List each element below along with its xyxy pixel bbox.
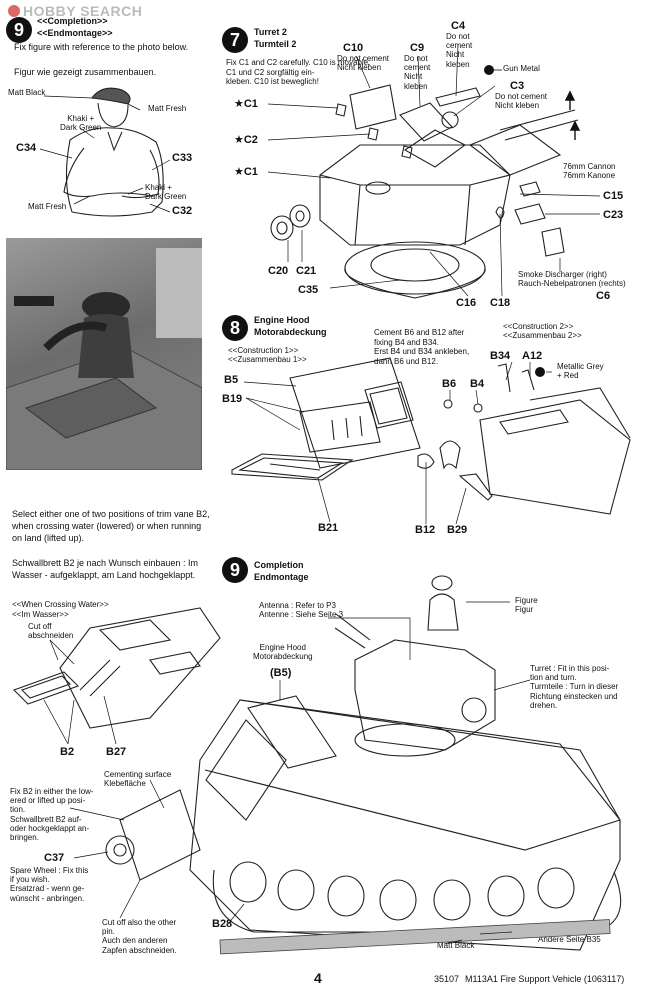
step-9-left-title-de: <<Endmontage>> (37, 28, 113, 38)
label-b19: B19 (222, 393, 243, 405)
step-7-title-de: Turmteil 2 (254, 39, 297, 49)
reference-photo (6, 238, 202, 470)
label-engine-hood: Engine Hood Motorabdeckung (253, 643, 313, 662)
label-c3: C3 (510, 80, 525, 92)
step-8-title-en: Engine Hood (254, 315, 310, 325)
label-c2: ★C2 (234, 134, 258, 146)
label-b27: B27 (106, 746, 127, 758)
step-9-left-title-en: <<Completion>> (37, 16, 108, 26)
step-9-main-title-de: Endmontage (254, 572, 309, 582)
step-9-left-number: 9 (6, 17, 32, 43)
label-cut-off: Cut off abschneiden (28, 622, 74, 641)
label-b28: B28 (212, 918, 233, 930)
page-number: 4 (314, 970, 322, 986)
label-c21: C21 (296, 265, 317, 277)
label-c37: C37 (44, 852, 65, 864)
label-c16: C16 (456, 297, 477, 309)
label-a12: A12 (522, 350, 543, 362)
label-b4: B4 (470, 378, 485, 390)
label-metallic-grey: Metallic Grey + Red (557, 362, 604, 381)
label-c33: C33 (172, 152, 193, 164)
step-8-number: 8 (222, 315, 248, 341)
label-c3-note: Do not cement Nicht kleben (495, 92, 548, 111)
step-8-cement-note: Cement B6 and B12 after fixing B4 and B3… (374, 328, 470, 366)
label-when-crossing-en: <<When Crossing Water>> (12, 600, 109, 609)
label-spare-wheel: Spare Wheel : Fix this if you wish. Ersa… (10, 866, 89, 903)
label-cannon: 76mm Cannon 76mm Kanone (563, 162, 616, 181)
trim-vane-text-de: Schwallbrett B2 je nach Wunsch einbauen … (12, 558, 198, 581)
label-gun-metal: Gun Metal (503, 64, 540, 73)
step-8-title-de: Motorabdeckung (254, 327, 327, 337)
label-c10-note: Do not cement Nicht kleben (337, 54, 390, 73)
label-figure: Figure Figur (515, 596, 538, 615)
footer-code: 35107 (434, 974, 460, 984)
watermark-logo-icon (8, 5, 20, 17)
step-7-number: 7 (222, 27, 248, 53)
step-9-left-instr-en: Fix figure with reference to the photo b… (14, 42, 189, 52)
label-cut-other-pin: Cut off also the other pin. Auch den and… (102, 918, 177, 955)
label-khaki-green-left: Khaki + Dark Green (60, 114, 102, 133)
label-c18: C18 (490, 297, 511, 309)
step-9-main-title-en: Completion (254, 560, 304, 570)
label-c34: C34 (16, 142, 37, 154)
label-b5-paren: (B5) (270, 667, 292, 679)
label-c15: C15 (603, 190, 624, 202)
label-b6: B6 (442, 378, 457, 390)
label-b5: B5 (224, 374, 239, 386)
label-b12: B12 (415, 524, 436, 536)
step-9-main-number: 9 (222, 557, 248, 583)
label-matt-fresh-top: Matt Fresh (148, 104, 187, 113)
step-8-construction-2: <<Construction 2>> <<Zusammenbau 2>> (503, 322, 582, 341)
label-c9: C9 (410, 42, 425, 54)
label-b34: B34 (490, 350, 511, 362)
label-b2: B2 (60, 746, 75, 758)
label-c35: C35 (298, 284, 319, 296)
label-matt-black-beret: Matt Black (8, 88, 46, 97)
label-smoke-discharger: Smoke Discharger (right) Rauch-Nebelpatr… (518, 270, 626, 289)
label-c20: C20 (268, 265, 289, 277)
label-c32: C32 (172, 205, 193, 217)
label-turret-note: Turret : Fit in this posi- tion and turn… (530, 664, 619, 710)
label-cementing-surface: Cementing surface Klebefläche (104, 770, 172, 789)
label-c9-note: Do not cement Nicht kleben (404, 54, 431, 91)
watermark: HOBBY SEARCH (8, 3, 142, 19)
photo-content (6, 248, 202, 470)
label-c10: C10 (343, 42, 364, 54)
step-8-construction-1: <<Construction 1>> <<Zusammenbau 1>> (228, 346, 307, 365)
label-c4-note: Do not cement Nicht kleben (446, 32, 473, 69)
trim-vane-text-en: Select either one of two positions of tr… (12, 509, 210, 544)
footer-product: M113A1 Fire Support Vehicle (1063117) (465, 974, 625, 984)
label-c4: C4 (451, 20, 466, 32)
step-7-title-en: Turret 2 (254, 27, 287, 37)
metallic-grey-dot-icon (535, 367, 545, 377)
label-c1-bottom: ★C1 (234, 166, 258, 178)
label-matt-black-track: Matt Black (437, 941, 475, 950)
label-c6: C6 (596, 290, 611, 302)
label-antenna: Antenna : Refer to P3 Antenne : Siehe Se… (259, 601, 344, 620)
label-khaki-green-right: Khaki + Dark Green (145, 183, 187, 202)
label-matt-fresh-bottom: Matt Fresh (28, 202, 67, 211)
label-c1-top: ★C1 (234, 98, 258, 110)
label-b21: B21 (318, 522, 339, 534)
step-7-instructions: Fix C1 and C2 carefully. C10 is movable.… (226, 58, 371, 87)
label-when-crossing-de: <<Im Wasser>> (12, 610, 69, 619)
label-b29: B29 (447, 524, 468, 536)
label-c23: C23 (603, 209, 624, 221)
gun-metal-dot-icon (484, 65, 494, 75)
label-fix-b2: Fix B2 in either the low- ered or lifted… (10, 787, 94, 842)
step-9-left-instr-de: Figur wie gezeigt zusammenbauen. (14, 67, 157, 77)
